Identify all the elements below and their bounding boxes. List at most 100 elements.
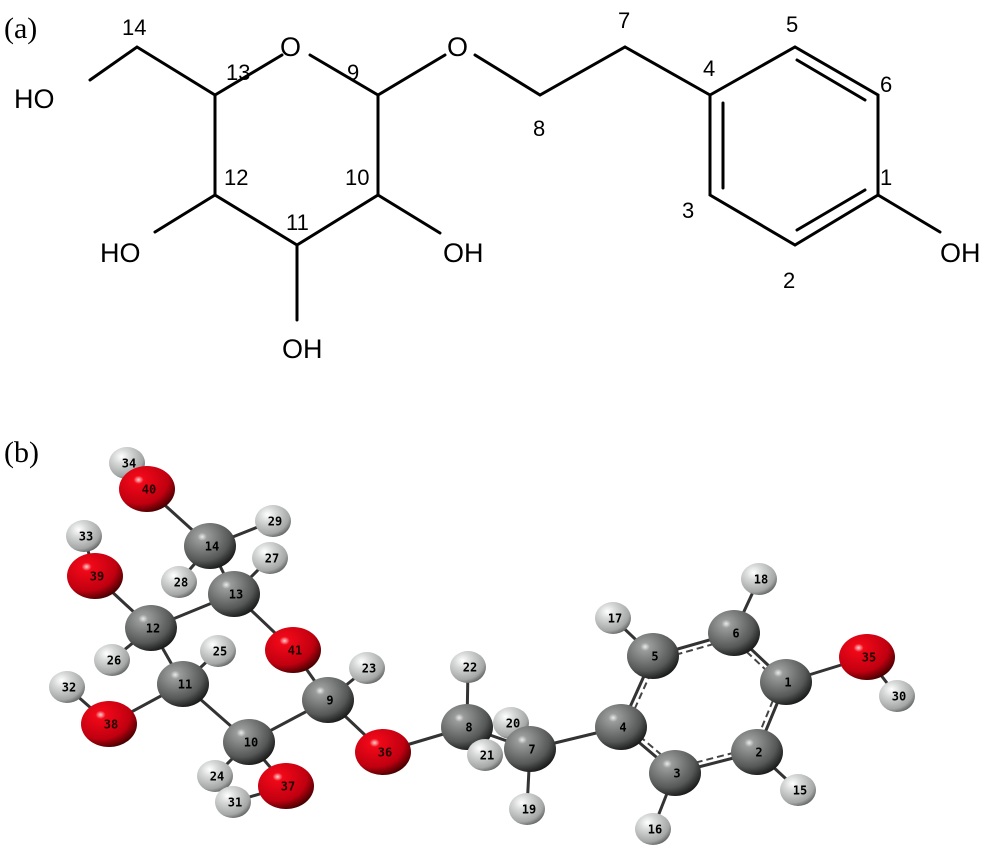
- atom-label: 40: [142, 483, 156, 497]
- atom-label: 14: [205, 540, 219, 554]
- atom-c-6: 6: [708, 610, 760, 656]
- atom-label: 30: [892, 690, 906, 704]
- atom-o-36: 36: [355, 729, 411, 775]
- atom-label: 10: [244, 736, 258, 750]
- atom-label: 33: [79, 530, 93, 544]
- atom-number: 10: [345, 165, 369, 190]
- double-bond-5-6: [795, 58, 867, 102]
- atom-sphere: [780, 774, 816, 806]
- panel-a-label: (a): [4, 12, 37, 45]
- double-bond-1-2: [795, 188, 867, 232]
- bond-chain-c14: [88, 45, 284, 97]
- atom-sphere: [215, 786, 251, 818]
- atom-h-33: 33: [66, 520, 102, 552]
- atom-c-8: 8: [441, 704, 493, 750]
- atom-label: 19: [522, 803, 536, 817]
- atom-number: 2: [783, 268, 795, 293]
- atom-sphere: [161, 566, 197, 598]
- atom-o-41: 41: [265, 627, 321, 673]
- atom-h-22: 22: [450, 651, 486, 683]
- atom-o-39: 39: [67, 553, 123, 599]
- atom-h-32: 32: [49, 671, 85, 703]
- atom-c-5: 5: [627, 633, 679, 679]
- atom-sphere: [208, 571, 260, 617]
- bond-c12-oh: [153, 193, 217, 234]
- atom-sphere: [49, 671, 85, 703]
- atom-label: 16: [648, 823, 662, 837]
- atom-number: 1: [880, 165, 892, 190]
- atom-label: 26: [107, 654, 121, 668]
- atom-label: 6: [732, 627, 739, 641]
- atom-c-3: 3: [649, 750, 701, 796]
- atom-label: 34: [122, 457, 136, 471]
- atom-label: 28: [174, 576, 188, 590]
- atom-sphere: [467, 739, 503, 771]
- atom-label: 20: [506, 717, 520, 731]
- atom-numbers: 14 13 9 12 10 11 7 8 4 5 6 1 2 3: [122, 8, 892, 293]
- atom-label: 4: [619, 721, 626, 735]
- atom-sphere: [760, 659, 812, 705]
- hydroxyl-c1: OH: [940, 238, 981, 268]
- atom-number: 5: [786, 12, 798, 37]
- atom-sphere: [258, 763, 314, 809]
- atom-sphere: [595, 704, 647, 750]
- atom-label: 31: [228, 796, 242, 810]
- atom-number: 13: [226, 60, 250, 85]
- atom-label: 38: [104, 718, 118, 732]
- atom-label: 24: [210, 770, 224, 784]
- atom-c-14: 14: [184, 523, 236, 569]
- atom-h-27: 27: [252, 542, 288, 574]
- hydroxyl-c11: OH: [282, 334, 323, 364]
- atom-sphere: [67, 553, 123, 599]
- atom-label: 25: [213, 645, 227, 659]
- atom-sphere: [157, 661, 209, 707]
- atom-o-37: 37: [258, 763, 314, 809]
- atom-h-17: 17: [595, 602, 631, 634]
- atom-sphere: [839, 634, 895, 680]
- atom-label: 23: [362, 662, 376, 676]
- atom-o-40: 40: [119, 466, 175, 512]
- atom-label: 35: [862, 651, 876, 665]
- atom-label: 27: [265, 552, 279, 566]
- atom-label: 13: [229, 588, 243, 602]
- atom-sphere: [450, 651, 486, 683]
- hydroxyl-c14: HO: [14, 84, 55, 114]
- atom-sphere: [223, 719, 275, 765]
- atom-sphere: [627, 633, 679, 679]
- atom-sphere: [595, 602, 631, 634]
- panel-b-label: (b): [4, 436, 39, 469]
- atom-sphere: [635, 813, 671, 845]
- atom-sphere: [509, 793, 545, 825]
- atom-label: 17: [608, 612, 622, 626]
- atom-label: 32: [62, 681, 76, 695]
- atom-sphere: [708, 610, 760, 656]
- ring-oxygen: O: [280, 32, 301, 62]
- skeletal-bonds: [88, 45, 942, 322]
- atom-sphere: [119, 466, 175, 512]
- bond-benzene-ring: [708, 45, 880, 247]
- atom-h-31: 31: [215, 786, 251, 818]
- atom-sphere: [184, 523, 236, 569]
- atom-sphere: [731, 729, 783, 775]
- atom-label: 15: [793, 784, 807, 798]
- atom-o-35: 35: [839, 634, 895, 680]
- atom-h-24: 24: [197, 760, 233, 792]
- atom-h-23: 23: [349, 652, 385, 684]
- atom-label: 36: [378, 746, 392, 760]
- atom-h-16: 16: [635, 813, 671, 845]
- atom-label: 21: [480, 749, 494, 763]
- atom-c-4: 4: [595, 704, 647, 750]
- atom-h-29: 29: [255, 505, 291, 537]
- atom-label: 41: [288, 644, 302, 658]
- atom-sphere: [81, 701, 137, 747]
- bond-c10-oh: [376, 193, 442, 235]
- atom-c-7: 7: [504, 726, 556, 772]
- atom-sphere: [355, 729, 411, 775]
- atom-label: 7: [528, 743, 535, 757]
- atom-label: 39: [90, 570, 104, 584]
- atom-label: 29: [268, 515, 282, 529]
- atom-c-13: 13: [208, 571, 260, 617]
- atom-h-26: 26: [94, 644, 130, 676]
- atom-c-2: 2: [731, 729, 783, 775]
- atom-c-12: 12: [125, 605, 177, 651]
